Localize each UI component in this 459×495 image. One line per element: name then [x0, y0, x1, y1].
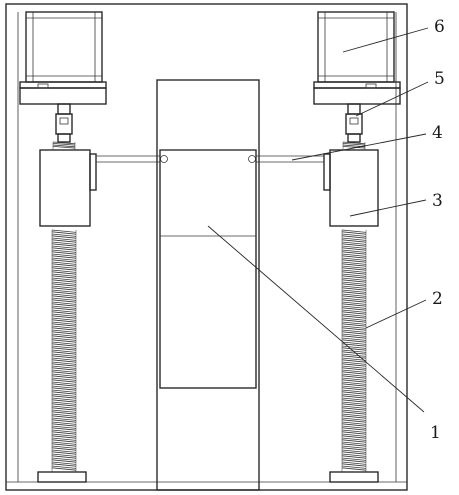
short-thread-left — [52, 141, 76, 150]
slider-block-right — [323, 149, 379, 227]
slider-block-left — [39, 149, 97, 227]
callout-4: 4 — [432, 123, 443, 143]
callout-3: 3 — [432, 191, 443, 211]
center-column — [156, 79, 260, 491]
lead-screws — [51, 229, 367, 472]
lead-screw-right — [341, 229, 367, 472]
callout-labels: 6 5 4 3 2 1 — [430, 17, 445, 443]
bearing-left — [37, 471, 87, 483]
callout-5: 5 — [434, 69, 445, 89]
callout-1: 1 — [430, 423, 441, 443]
motor-left — [19, 11, 107, 105]
short-thread-sections — [52, 141, 366, 150]
motor-right — [313, 11, 401, 105]
callout-2: 2 — [432, 289, 443, 309]
bearing-right — [329, 471, 379, 483]
coupling-right — [345, 103, 363, 143]
short-thread-right — [342, 141, 366, 150]
connecting-rods — [96, 155, 324, 163]
callout-6: 6 — [434, 17, 445, 37]
lead-screw-left — [51, 229, 77, 472]
leader-lines — [207, 27, 429, 413]
coupling-left — [55, 103, 73, 143]
